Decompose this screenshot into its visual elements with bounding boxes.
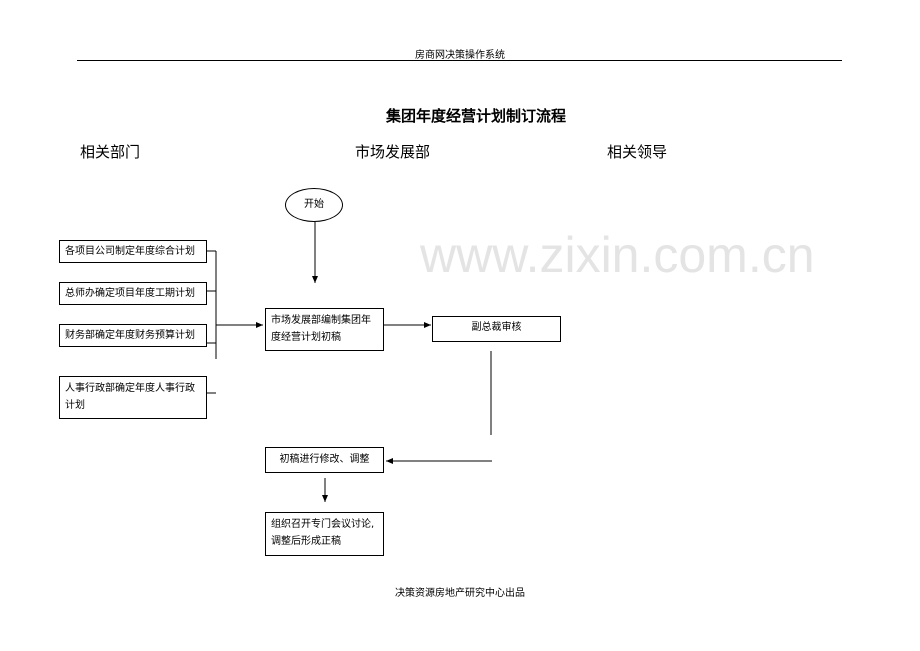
review-node: 副总裁审核 (432, 316, 561, 342)
watermark: www.zixin.com.cn (420, 227, 815, 283)
draft-node: 市场发展部编制集团年度经营计划初稿 (265, 308, 384, 351)
dept-node-chief-engineer: 总师办确定项目年度工期计划 (59, 282, 207, 305)
page-title: 集团年度经营计划制订流程 (385, 107, 566, 125)
column-related-departments: 相关部门 (80, 143, 141, 161)
dept-node-projects: 各项目公司制定年度综合计划 (59, 240, 207, 263)
page-footer: 决策资源房地产研究中心出品 (395, 588, 525, 599)
page-header: 房商网决策操作系统 (415, 50, 505, 61)
header-rule (77, 60, 842, 61)
dept-node-finance: 财务部确定年度财务预算计划 (59, 324, 207, 347)
dept-node-hr-admin: 人事行政部确定年度人事行政计划 (59, 376, 207, 419)
start-node: 开始 (285, 188, 343, 222)
column-market-development: 市场发展部 (355, 143, 431, 161)
column-related-leaders: 相关领导 (607, 143, 668, 161)
final-node: 组织召开专门会议讨论,调整后形成正稿 (265, 512, 384, 556)
revise-node: 初稿进行修改、调整 (265, 447, 384, 473)
